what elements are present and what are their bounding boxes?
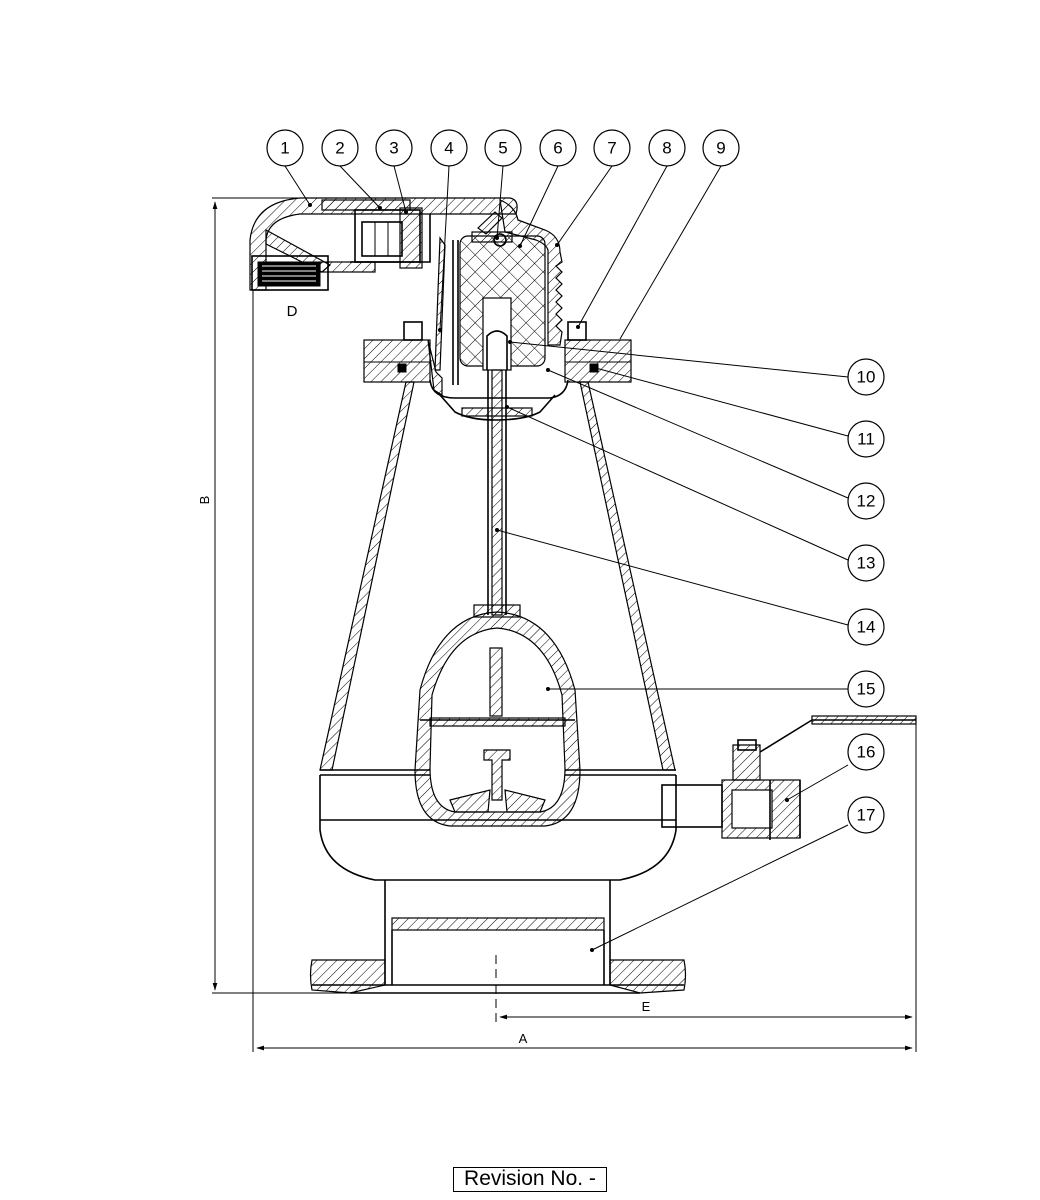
balloon-7: 7 [593,129,631,167]
balloon-17-label: 17 [857,806,876,825]
revision-label: Revision No. - [453,1167,607,1192]
dimension-b: B [197,197,370,994]
conical-body [319,381,677,985]
dimension-a-label: A [519,1031,528,1046]
dimension-b-label: B [197,496,212,505]
balloon-6: 6 [539,129,577,167]
balloon-1-label: 1 [280,139,289,158]
dimension-a: A [252,290,917,1052]
balloon-3-label: 3 [389,139,398,158]
balloon-2: 2 [321,129,359,167]
balloon-7-label: 7 [607,139,616,158]
balloon-12: 12 [847,482,885,520]
balloon-2-label: 2 [335,139,344,158]
cap-housing [249,197,518,291]
upper-float [452,211,546,385]
balloon-15-label: 15 [857,680,876,699]
balloon-9-label: 9 [716,139,725,158]
balloon-8: 8 [648,129,686,167]
balloon-3: 3 [375,129,413,167]
base-flange [309,959,687,994]
detail-label: D [287,303,298,320]
balloon-9: 9 [702,129,740,167]
balloon-1: 1 [266,129,304,167]
balloon-6-label: 6 [553,139,562,158]
balloon-13-label: 13 [857,554,876,573]
balloon-5: 5 [484,129,522,167]
balloon-4-label: 4 [444,139,453,158]
ball-float [414,611,581,827]
balloon-5-label: 5 [498,139,507,158]
balloon-15: 15 [847,670,885,708]
dimension-e: E [495,955,913,1022]
dimension-e-label: E [642,999,651,1014]
ball-valve [661,715,917,840]
balloon-14-label: 14 [857,618,876,637]
balloon-8-label: 8 [662,139,671,158]
balloon-11-label: 11 [857,430,875,449]
balloon-16: 16 [847,733,885,771]
balloon-12-label: 12 [857,492,876,511]
balloon-17: 17 [847,796,885,834]
balloon-16-label: 16 [857,743,876,762]
balloon-14: 14 [847,608,885,646]
leader-lines [284,165,849,952]
stem [473,369,521,618]
part-balloons: 1 2 3 4 5 6 7 8 9 10 11 12 13 14 15 16 1… [266,129,885,834]
balloon-11: 11 [847,420,885,458]
balloon-10: 10 [847,358,885,396]
balloon-4: 4 [430,129,468,167]
balloon-13: 13 [847,544,885,582]
balloon-10-label: 10 [857,368,876,387]
